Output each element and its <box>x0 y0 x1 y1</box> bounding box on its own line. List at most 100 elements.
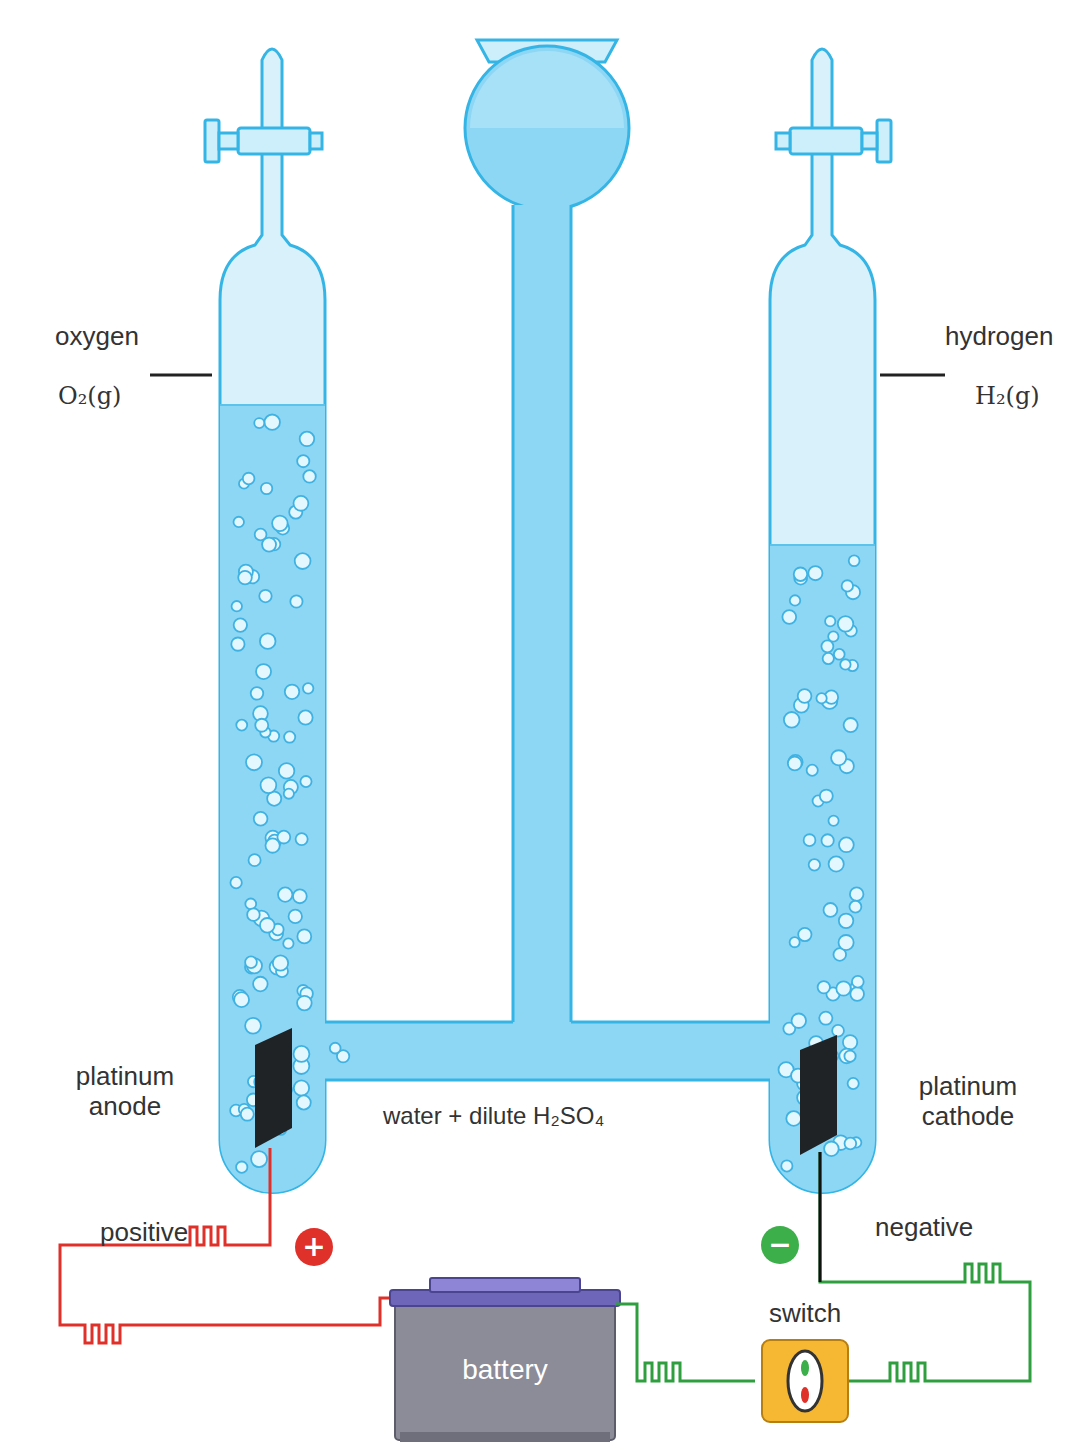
bubble <box>236 1161 247 1172</box>
oxygen-tube <box>205 49 330 1205</box>
bubble <box>234 618 247 631</box>
node-text: switch <box>769 1298 841 1329</box>
bubble <box>262 538 276 552</box>
bubble <box>259 590 271 602</box>
bubble <box>284 731 295 742</box>
bubble <box>852 976 864 988</box>
bubble <box>330 1043 341 1054</box>
cathode-wire <box>820 1152 1030 1381</box>
bubble <box>230 877 241 888</box>
bubble <box>828 631 838 641</box>
bubble <box>849 901 861 913</box>
cathode-plate <box>800 1035 837 1155</box>
bubble <box>790 595 800 605</box>
bubble <box>792 1013 807 1028</box>
bubble <box>238 571 252 585</box>
bubble <box>782 610 796 624</box>
bubble <box>241 1108 254 1121</box>
gas-label: hydrogen <box>945 322 1053 352</box>
bubble <box>278 887 292 901</box>
bubble <box>839 837 854 852</box>
leader-line <box>150 374 212 377</box>
node-text: battery <box>462 1354 548 1386</box>
bubble <box>254 812 268 826</box>
bubble <box>253 977 268 992</box>
bubble <box>256 664 271 679</box>
bubble <box>297 929 311 943</box>
terminal-label: positive <box>100 1218 188 1248</box>
bubble <box>303 683 313 693</box>
bubble <box>809 859 820 870</box>
leader-line <box>880 374 945 377</box>
bubble <box>828 816 838 826</box>
bubble <box>818 981 830 993</box>
bubble <box>297 1095 311 1109</box>
bubble <box>840 659 850 669</box>
bubble <box>260 633 276 649</box>
bubble <box>824 1141 839 1156</box>
bubble <box>272 516 288 532</box>
bubble <box>254 418 264 428</box>
bubble <box>261 483 272 494</box>
bubble <box>823 653 834 664</box>
bubble <box>265 838 279 852</box>
bubble <box>231 638 244 651</box>
electrode-label: platinum cathode <box>893 1072 1043 1132</box>
switch-symbol <box>762 1340 848 1422</box>
bubble <box>843 1035 857 1049</box>
bubble <box>303 470 315 482</box>
bubble <box>294 1080 309 1095</box>
formula-label: O₂(g) <box>58 383 121 411</box>
bubble <box>844 1051 855 1062</box>
cathode-lead <box>819 1152 822 1282</box>
bubble <box>831 750 846 765</box>
bubble <box>251 687 264 700</box>
bubble <box>798 689 812 703</box>
switch-box: switch <box>755 1298 855 1426</box>
bubble <box>794 568 807 581</box>
bubble <box>283 938 293 948</box>
bubble <box>245 956 257 968</box>
bubble <box>842 580 853 591</box>
connecting-tube <box>320 205 775 1080</box>
bubble <box>816 693 826 703</box>
bubble <box>296 833 308 845</box>
bubble <box>300 432 315 447</box>
solution-label: water + dilute H₂SO₄ <box>383 1102 604 1130</box>
bubble <box>850 987 864 1001</box>
bubble <box>243 473 255 485</box>
electrode-label: platinum anode <box>50 1062 200 1122</box>
bubble <box>260 918 275 933</box>
bubble <box>255 719 268 732</box>
bubble <box>273 955 288 970</box>
bubble <box>234 992 249 1007</box>
bubble <box>849 555 860 566</box>
bubble <box>790 937 800 947</box>
polarity-sign: − <box>761 1226 799 1264</box>
terminal-label: negative <box>875 1213 973 1243</box>
bubble <box>838 616 854 632</box>
bubble <box>844 718 858 732</box>
bubble <box>829 856 844 871</box>
bubble <box>289 910 302 923</box>
bubble <box>834 649 845 660</box>
bubble <box>298 710 312 724</box>
formula-label: H₂(g) <box>975 383 1040 411</box>
bubble <box>845 1138 857 1150</box>
bubble <box>804 834 816 846</box>
bubble <box>820 790 833 803</box>
reservoir <box>465 40 629 210</box>
anode-plate <box>255 1028 292 1148</box>
battery-box: battery <box>395 1300 615 1440</box>
bubble <box>832 1025 844 1037</box>
bubble <box>819 1012 832 1025</box>
bubble <box>293 496 308 511</box>
bubble <box>781 1160 792 1171</box>
bubble <box>293 889 307 903</box>
gas-bubbles <box>230 414 864 1172</box>
bubble <box>246 754 262 770</box>
bubble <box>297 455 309 467</box>
bubble <box>245 1018 261 1034</box>
bubble <box>824 903 838 917</box>
bubble <box>293 1046 309 1062</box>
